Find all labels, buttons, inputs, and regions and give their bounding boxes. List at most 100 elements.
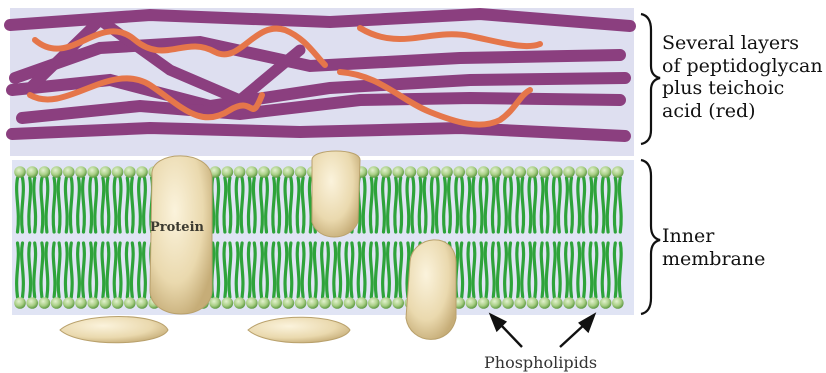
phospholipid-tail	[266, 178, 268, 232]
phospholipid-tail	[102, 243, 104, 297]
phospholipid-tail	[309, 243, 311, 297]
phospholipid-tail	[83, 178, 85, 232]
membrane-protein	[248, 317, 350, 343]
phospholipid-head	[283, 166, 295, 178]
phospholipid-tail	[468, 178, 470, 232]
phospholipid-head	[563, 166, 575, 178]
phospholipid-head	[527, 297, 539, 309]
phospholipid-head	[100, 166, 112, 178]
phospholipid-tail	[229, 178, 231, 232]
phospholipid-head	[575, 297, 587, 309]
phospholipid-head	[258, 297, 270, 309]
phospholipid-head	[136, 166, 148, 178]
phospholipid-head	[588, 166, 600, 178]
phospholipid-head	[380, 166, 392, 178]
phospholipid-tail	[90, 178, 92, 232]
phospholipid-tail	[22, 243, 24, 297]
phospholipid-tail	[95, 243, 97, 297]
phospholipid-tail	[363, 178, 365, 232]
phospholipid-tail	[297, 178, 299, 232]
phospholipid-tail	[65, 178, 67, 232]
phospholipid-tail	[571, 243, 573, 297]
phospholipid-tail	[217, 243, 219, 297]
phospholipid-head	[319, 297, 331, 309]
phospholipid-tail	[595, 243, 597, 297]
phospholipid-head	[368, 297, 380, 309]
phospholipid-tail	[534, 243, 536, 297]
phospholipid-tail	[412, 178, 414, 232]
phospholipid-tail	[517, 178, 519, 232]
phospholipid-head	[51, 166, 63, 178]
phospholipid-tail	[546, 178, 548, 232]
phospholipid-tail	[248, 178, 250, 232]
phospholipid-head	[575, 166, 587, 178]
phospholipid-tail	[363, 243, 365, 297]
phospholipid-tail	[449, 178, 451, 232]
phospholipid-tail	[383, 178, 385, 232]
phospholipid-head	[331, 297, 343, 309]
phospholipid-tail	[285, 243, 287, 297]
phospholipid-tail	[468, 243, 470, 297]
phospholipid-tail	[578, 243, 580, 297]
phospholipid-tail	[619, 243, 621, 297]
phospholipid-head	[295, 297, 307, 309]
phospholipid-tail	[78, 243, 80, 297]
peptidoglycan-strand	[12, 128, 625, 136]
phospholipid-tail	[58, 243, 60, 297]
phospholipid-tail	[534, 178, 536, 232]
phospholipid-head	[209, 297, 221, 309]
phospholipid-tail	[419, 178, 421, 232]
phospholipid-tail	[34, 243, 36, 297]
phospholipid-head	[539, 166, 551, 178]
phospholipid-head	[405, 166, 417, 178]
phospholipid-tail	[497, 178, 499, 232]
phospholipid-tail	[444, 178, 446, 232]
phospholipid-tail	[370, 178, 372, 232]
phospholipid-tail	[566, 243, 568, 297]
phospholipid-tail	[241, 243, 243, 297]
phospholipid-tail	[566, 178, 568, 232]
phospholipid-tail	[261, 243, 263, 297]
phospholipid-tail	[558, 178, 560, 232]
phospholipid-tail	[322, 243, 324, 297]
phospholipid-tail	[236, 178, 238, 232]
phospholipid-head	[234, 297, 246, 309]
phospholipid-tail	[285, 178, 287, 232]
peptidoglycan-bracket	[641, 14, 660, 144]
phospholipid-tail	[424, 178, 426, 232]
phospholipid-tail	[53, 243, 55, 297]
phospholipid-head	[478, 297, 490, 309]
phospholipid-tail	[383, 243, 385, 297]
phospholipid-tail	[485, 243, 487, 297]
phospholipid-head	[563, 297, 575, 309]
phospholipid-head	[51, 297, 63, 309]
phospholipid-tail	[614, 178, 616, 232]
phospholipid-head	[246, 166, 258, 178]
phospholipid-tail	[334, 243, 336, 297]
phospholipid-tail	[351, 243, 353, 297]
phospholipid-tail	[126, 178, 128, 232]
phospholipid-tail	[480, 178, 482, 232]
phospholipid-head	[112, 297, 124, 309]
phospholipid-tail	[131, 243, 133, 297]
phospholipid-head	[222, 297, 234, 309]
phospholipid-head	[429, 166, 441, 178]
phospholipid-head	[39, 297, 51, 309]
phospholipid-tail	[236, 243, 238, 297]
phospholipid-tail	[583, 178, 585, 232]
phospholipid-tail	[241, 178, 243, 232]
phospholipid-head	[344, 297, 356, 309]
phospholipid-head	[527, 166, 539, 178]
phospholipid-head	[283, 297, 295, 309]
phospholipid-tail	[119, 243, 121, 297]
phospholipid-head	[222, 166, 234, 178]
phospholipid-head	[87, 297, 99, 309]
arrow-left	[500, 324, 522, 347]
phospholipid-tail	[456, 178, 458, 232]
phospholipid-tail	[273, 243, 275, 297]
phospholipid-tail	[126, 243, 128, 297]
phospholipids-label: Phospholipids	[484, 353, 597, 372]
phospholipid-tail	[370, 243, 372, 297]
membrane-bracket	[641, 160, 660, 314]
phospholipid-head	[551, 166, 563, 178]
